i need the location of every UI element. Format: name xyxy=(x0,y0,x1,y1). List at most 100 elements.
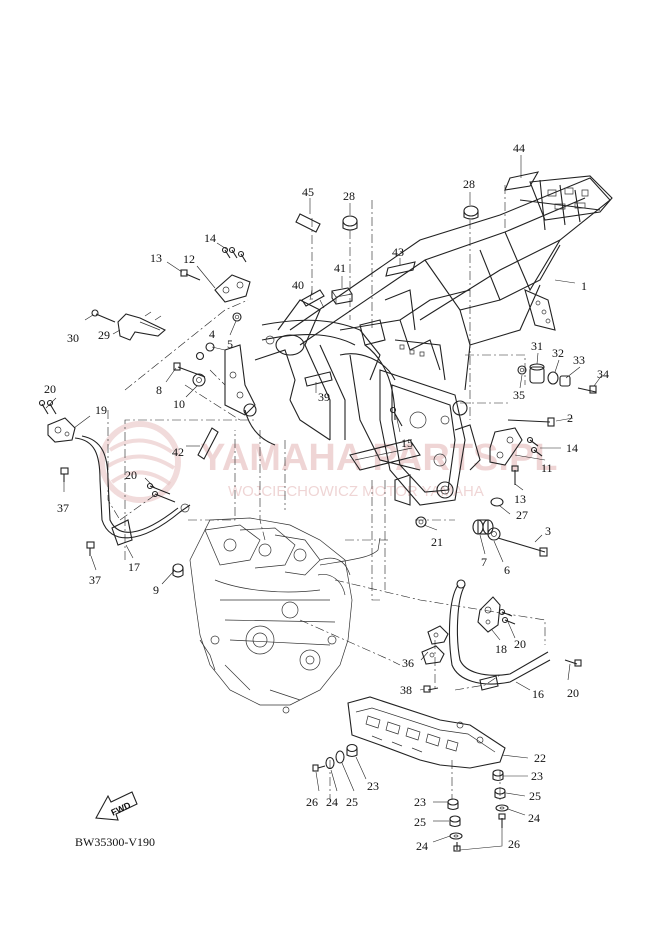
callout-29: 29 xyxy=(98,328,110,342)
engine-assembly xyxy=(189,517,381,714)
callout-6: 6 xyxy=(504,563,510,577)
damper-23-center[interactable] xyxy=(447,798,459,811)
callout-36: 36 xyxy=(402,656,414,670)
callout-24-right: 24 xyxy=(528,811,540,825)
callout-1: 1 xyxy=(581,279,587,293)
engine-guard-16[interactable] xyxy=(448,579,551,691)
washer-24-center[interactable] xyxy=(449,832,463,840)
collar-25-left[interactable] xyxy=(335,750,345,764)
bracket-18[interactable] xyxy=(477,596,501,633)
bolt-38[interactable] xyxy=(423,685,439,693)
nut-35[interactable] xyxy=(517,365,527,375)
washer-24-right[interactable] xyxy=(495,804,509,812)
callout-8: 8 xyxy=(156,383,162,397)
main-frame[interactable] xyxy=(224,175,613,506)
nut-10[interactable] xyxy=(192,373,206,387)
grommet-28-left[interactable] xyxy=(342,215,358,231)
damper-strip-45[interactable] xyxy=(295,213,321,233)
engine-guard-17[interactable] xyxy=(74,435,191,546)
damper-39[interactable] xyxy=(304,371,333,387)
label-sticker-44[interactable] xyxy=(504,171,540,191)
bolt-2[interactable] xyxy=(507,417,555,427)
callout-40: 40 xyxy=(292,278,304,292)
bolt-26-right[interactable] xyxy=(498,813,506,828)
collar-25-center[interactable] xyxy=(449,815,461,828)
bolt-37-upper[interactable] xyxy=(60,467,69,482)
clamp-36[interactable] xyxy=(421,625,449,665)
callout-28-left: 28 xyxy=(343,189,355,203)
bolt-20-right-lower[interactable] xyxy=(564,659,582,667)
nut-4[interactable] xyxy=(232,312,242,322)
callout-27: 27 xyxy=(516,508,528,522)
callout-16: 16 xyxy=(532,687,544,701)
callout-41: 41 xyxy=(334,261,346,275)
callout-31: 31 xyxy=(531,339,543,353)
damper-pad-40[interactable] xyxy=(301,289,325,307)
callout-35: 35 xyxy=(513,388,525,402)
callout-20-right-upper: 20 xyxy=(514,637,526,651)
callout-22: 22 xyxy=(534,751,546,765)
collar-7[interactable] xyxy=(472,519,494,535)
damper-block-41[interactable] xyxy=(331,287,353,305)
callout-5: 5 xyxy=(227,337,233,351)
collar-25-right[interactable] xyxy=(494,787,506,800)
bolt-13-left[interactable] xyxy=(180,269,201,281)
washer-24-left[interactable] xyxy=(325,756,335,770)
bolt-14-right[interactable] xyxy=(526,436,543,457)
callout-13-left: 13 xyxy=(150,251,162,265)
callout-24-center: 24 xyxy=(416,839,428,853)
bolt-20-upper-left[interactable] xyxy=(38,399,57,415)
washer-32[interactable] xyxy=(547,371,559,385)
callout-15: 15 xyxy=(401,436,413,450)
callout-28-right: 28 xyxy=(463,177,475,191)
bolt-34[interactable] xyxy=(577,385,597,394)
nut-6[interactable] xyxy=(487,527,501,541)
bolt-15[interactable] xyxy=(389,406,403,427)
bracket-11[interactable] xyxy=(489,427,523,466)
callout-2: 2 xyxy=(567,411,573,425)
bolt-26-left[interactable] xyxy=(312,764,326,772)
bolt-20-mid-left[interactable] xyxy=(146,482,176,503)
callout-37-lower: 37 xyxy=(89,573,101,587)
bracket-29[interactable] xyxy=(117,311,166,341)
bolt-20-right-upper[interactable] xyxy=(498,608,516,625)
bolt-26-center[interactable] xyxy=(453,842,461,852)
callout-11: 11 xyxy=(541,461,553,475)
bracket-19[interactable] xyxy=(47,417,76,443)
callout-33: 33 xyxy=(573,353,585,367)
callout-37-upper: 37 xyxy=(57,501,69,515)
collar-33[interactable] xyxy=(559,375,571,387)
damper-strip-42[interactable] xyxy=(197,427,219,460)
callout-14-left: 14 xyxy=(204,231,216,245)
callout-23-right: 23 xyxy=(531,769,543,783)
bolt-30[interactable] xyxy=(91,309,116,323)
callout-39: 39 xyxy=(318,390,330,404)
bolt-13-right[interactable] xyxy=(511,465,519,485)
skid-plate-22[interactable] xyxy=(347,696,506,769)
watermark-logo xyxy=(99,421,181,503)
nut-21[interactable] xyxy=(415,516,427,528)
clip-27[interactable] xyxy=(490,497,504,507)
bracket-12[interactable] xyxy=(214,274,251,303)
damper-strip-43[interactable] xyxy=(385,261,416,277)
fwd-label: FWD xyxy=(109,800,132,818)
callout-45: 45 xyxy=(302,185,314,199)
callout-32: 32 xyxy=(552,346,564,360)
damper-23-left[interactable] xyxy=(346,743,358,758)
collar-9[interactable] xyxy=(172,563,184,578)
bolt-37-lower[interactable] xyxy=(86,541,95,556)
collar-31[interactable] xyxy=(529,363,545,384)
bolt-3[interactable] xyxy=(497,537,548,557)
callout-42: 42 xyxy=(172,445,184,459)
bolt-8[interactable] xyxy=(173,362,206,378)
callout-17: 17 xyxy=(128,560,140,574)
callout-44: 44 xyxy=(513,141,525,155)
bolt-14-left[interactable] xyxy=(221,246,247,263)
washer-5[interactable] xyxy=(195,342,215,361)
grommet-28-right[interactable] xyxy=(463,205,479,220)
damper-23-right-upper[interactable] xyxy=(492,769,504,782)
callout-13-right: 13 xyxy=(514,492,526,506)
callout-7: 7 xyxy=(481,555,487,569)
callout-20-upper-left: 20 xyxy=(44,382,56,396)
